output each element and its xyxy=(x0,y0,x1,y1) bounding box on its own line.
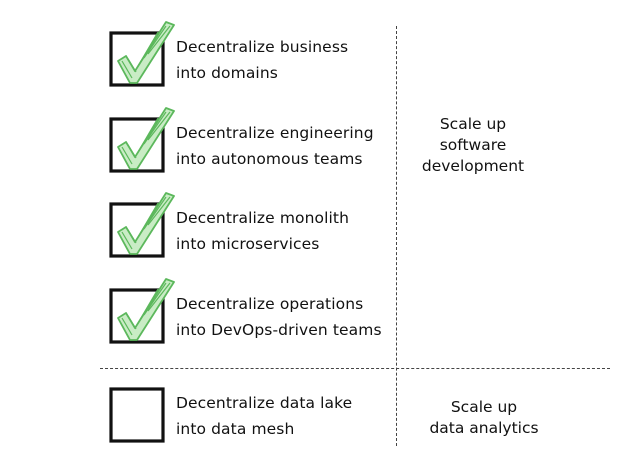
checklist-item-data-lake: Decentralize data lake into data mesh xyxy=(109,387,410,448)
item-label: Decentralize business into domains xyxy=(176,34,416,86)
item-label: Decentralize monolith into microservices xyxy=(176,205,416,257)
item-label: Decentralize engineering into autonomous… xyxy=(176,120,416,172)
group-label-line2: software xyxy=(439,136,507,154)
item-label-line1: Decentralize business xyxy=(176,38,349,56)
item-label-line1: Decentralize data lake xyxy=(176,394,353,412)
checkmark-icon xyxy=(109,21,175,87)
item-label-line2: into data mesh xyxy=(176,420,295,438)
item-label-line1: Decentralize engineering xyxy=(176,124,374,142)
horizontal-divider xyxy=(100,368,610,369)
item-label: Decentralize operations into DevOps-driv… xyxy=(176,291,416,343)
item-label-line2: into DevOps-driven teams xyxy=(176,321,382,339)
group-label-software: Scale up software development xyxy=(408,114,538,177)
checkbox-checked[interactable] xyxy=(109,107,175,173)
group-label-line1: Scale up xyxy=(450,398,518,416)
checkmark-icon xyxy=(109,278,175,344)
checkbox-unchecked[interactable] xyxy=(109,387,165,443)
checkmark-icon xyxy=(109,107,175,173)
group-label-line3: development xyxy=(421,157,525,175)
item-label-line2: into autonomous teams xyxy=(176,150,363,168)
checklist-item-business: Decentralize business into domains xyxy=(109,21,410,92)
checklist-item-engineering: Decentralize engineering into autonomous… xyxy=(109,107,410,178)
checkmark-icon xyxy=(109,192,175,258)
checkbox-checked[interactable] xyxy=(109,278,175,344)
vertical-divider xyxy=(396,26,397,446)
group-label-line1: Scale up xyxy=(439,115,507,133)
item-label-line1: Decentralize operations xyxy=(176,295,364,313)
item-label-line1: Decentralize monolith xyxy=(176,209,350,227)
item-label-line2: into microservices xyxy=(176,235,320,253)
empty-checkbox-icon xyxy=(109,387,165,443)
checklist-item-operations: Decentralize operations into DevOps-driv… xyxy=(109,278,410,349)
checkbox-checked[interactable] xyxy=(109,21,175,87)
group-label-analytics: Scale up data analytics xyxy=(414,397,554,439)
checklist-item-monolith: Decentralize monolith into microservices xyxy=(109,192,410,263)
item-label-line2: into domains xyxy=(176,64,278,82)
group-label-line2: data analytics xyxy=(429,419,539,437)
checkbox-checked[interactable] xyxy=(109,192,175,258)
item-label: Decentralize data lake into data mesh xyxy=(176,390,416,442)
